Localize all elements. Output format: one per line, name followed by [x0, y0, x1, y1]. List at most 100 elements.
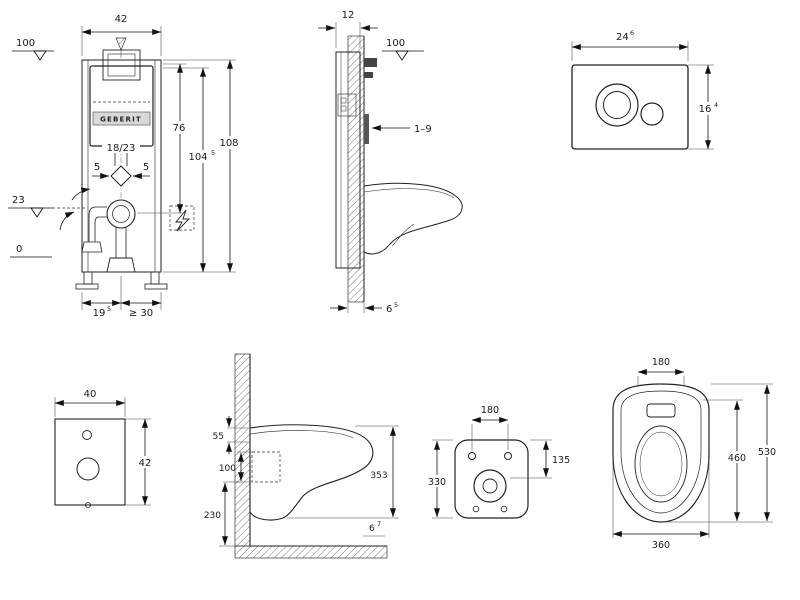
dimension-135: 135: [510, 439, 570, 479]
dimension-180-rear: 180: [471, 405, 509, 450]
flush-connection-zone: [251, 451, 281, 483]
plate-thickness-label: 1–9: [414, 124, 432, 135]
swivel-arrow: [59, 211, 75, 231]
wc-pan-profile: [363, 182, 463, 255]
wall-anchor: [364, 72, 373, 78]
dimension-230: 230: [204, 481, 239, 547]
cistern-front-view: GEBERIT 42: [8, 14, 243, 319]
dimension-108: 108: [163, 59, 243, 273]
dimension-330: 330: [426, 439, 453, 519]
dim-24-6-sup: 6: [630, 29, 634, 37]
frame-profile: [335, 51, 377, 269]
geberit-logo: GEBERIT: [100, 116, 142, 124]
dimension-180-top: 180: [637, 357, 685, 386]
dimension-530: 530: [711, 383, 780, 522]
dim-min-30-label: ≥ 30: [129, 308, 153, 319]
dim-460-label: 460: [728, 453, 746, 464]
dimension-40: 40: [54, 389, 126, 417]
dim-76-label: 76: [173, 123, 186, 134]
dimension-12: 12: [318, 10, 378, 48]
dimension-55: 55: [213, 416, 248, 454]
flush-plate-section: [364, 114, 369, 144]
dim-330-label: 330: [428, 477, 446, 488]
level-triangle-icon: [30, 207, 44, 218]
dim-40-label: 40: [84, 389, 97, 400]
dim-6-7-label: 6: [369, 524, 375, 534]
level-100-label: 100: [386, 38, 405, 49]
dimension-5-right: 5: [132, 162, 150, 179]
pan-side-view: 55 100 230 353 6 7: [204, 353, 399, 559]
dimension-6-5: 6 5: [330, 301, 398, 315]
dim-5-right-label: 5: [143, 162, 149, 173]
small-flush-button: [640, 102, 664, 126]
pan-rear-view: 180 135 330: [426, 405, 570, 519]
dim-55-label: 55: [213, 432, 224, 442]
fixing-hole: [504, 452, 512, 460]
dimension-76: 76: [137, 63, 190, 214]
dim-16-4-sup: 4: [714, 101, 718, 109]
outlet-opening: [473, 469, 507, 503]
water-trap: [59, 187, 136, 273]
pan-profile: [249, 424, 374, 521]
dimension-bottom: 19 5 ≥ 30: [81, 276, 162, 319]
dimension-6-7: 6 7: [363, 520, 385, 537]
dim-135-label: 135: [552, 455, 570, 466]
pan-top-body: [612, 383, 710, 523]
level-23-label: 23: [12, 195, 25, 206]
flush-plate-callout: 1–9: [371, 124, 432, 135]
dimension-100-pan: 100: [219, 451, 251, 483]
dim-19-5-sup: 5: [107, 305, 111, 313]
dimension-360: 360: [612, 460, 710, 551]
dim-19-5-label: 19: [93, 308, 106, 319]
dimension-5-left: 5: [92, 162, 110, 179]
dim-6-7-sup: 7: [377, 520, 381, 528]
pan-top-view: 180 460 530 360: [612, 357, 780, 551]
dim-18-23-label: 18/23: [107, 143, 136, 154]
big-flush-button: [595, 83, 639, 127]
level-0-marker: 0: [10, 244, 52, 258]
dimension-24-6: 24 6: [571, 29, 689, 61]
level-23-marker: 23: [8, 195, 86, 218]
level-100-label: 100: [16, 38, 35, 49]
dim-16-4-label: 16: [699, 104, 712, 115]
dim-42-label: 42: [115, 14, 128, 25]
insulation-mat: [54, 418, 126, 508]
level-triangle-icon: [395, 50, 409, 61]
actuator-plate: [571, 64, 689, 150]
dim-230-label: 230: [204, 511, 221, 521]
wall-anchor: [364, 58, 377, 67]
level-100-marker: 100: [12, 38, 54, 61]
dim-100-label: 100: [219, 464, 236, 474]
fixing-hole: [468, 452, 476, 460]
dimension-353: 353: [287, 425, 399, 519]
dim-24-6-label: 24: [616, 32, 629, 43]
lightning-bolt-icon: [175, 209, 191, 232]
insulation-mat-view: 40 42: [54, 389, 157, 508]
seat-hinge: [646, 403, 676, 418]
dimension-460: 460: [665, 399, 773, 523]
dim-180-rear-label: 180: [481, 405, 499, 416]
dim-180-top-label: 180: [652, 357, 670, 368]
wall-section: [347, 35, 365, 303]
dim-360-label: 360: [652, 540, 670, 551]
dimension-width-42: 42: [81, 14, 162, 58]
dim-104-label: 104: [188, 152, 207, 163]
dimension-16-4: 16 4: [688, 64, 724, 150]
level-100-marker-side: 100: [382, 38, 424, 61]
dim-6-5-sup: 5: [394, 301, 398, 309]
dim-42-mat-label: 42: [139, 458, 152, 469]
flush-bend: [110, 146, 132, 200]
dim-12-label: 12: [342, 10, 355, 21]
label-18-23: 18/23: [102, 141, 140, 154]
installation-side-view: 12 100 1–9 6 5: [318, 10, 463, 315]
flush-plate-view: 24 6 16 4: [571, 29, 724, 150]
level-triangle-icon: [33, 50, 47, 61]
swivel-arrow: [71, 187, 91, 201]
dimension-42-mat: 42: [125, 418, 157, 506]
power-connection-symbol: [169, 205, 195, 232]
dim-104-sup: 5: [211, 149, 215, 157]
dim-6-5-label: 6: [386, 304, 392, 315]
dim-5-left-label: 5: [94, 162, 100, 173]
dimension-104-5: 104 5: [163, 67, 216, 273]
